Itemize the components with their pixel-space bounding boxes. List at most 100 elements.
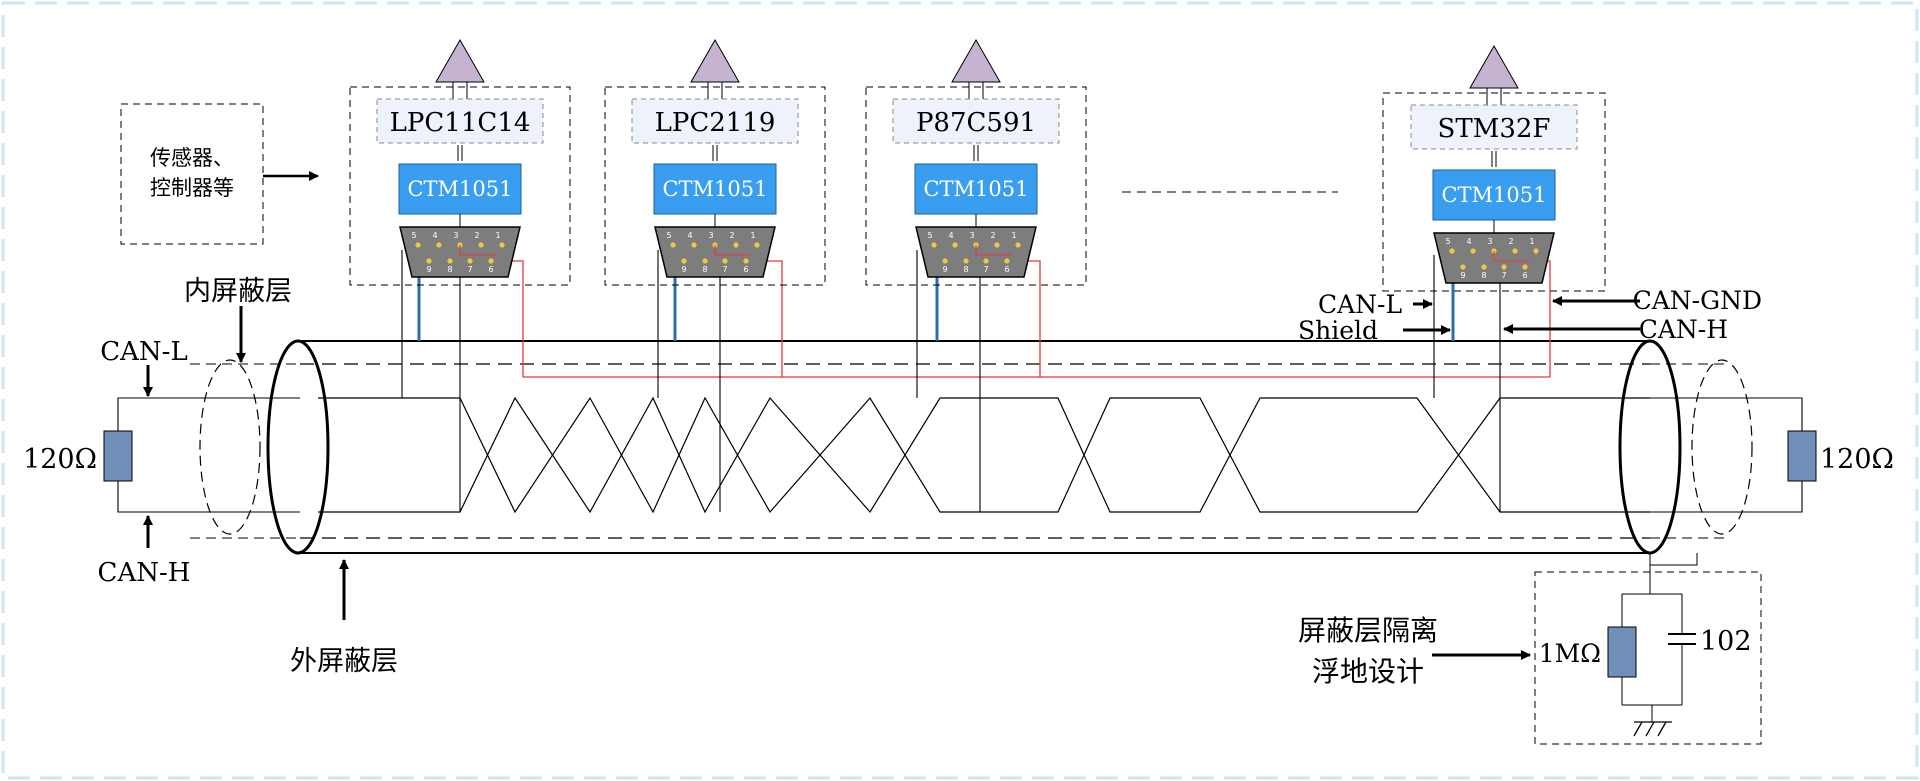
twisted-pair (318, 396, 1650, 514)
db9-pin (983, 258, 989, 264)
db9-pin-number: 7 (467, 265, 472, 274)
sensor-box: 传感器、 控制器等 (120, 103, 319, 245)
transceiver-box (653, 163, 777, 215)
db9-pin-number: 1 (1011, 231, 1016, 240)
db9-pin-number: 3 (969, 231, 974, 240)
node-enclosure (865, 86, 1087, 286)
resistor-120-left-label: 120Ω (23, 444, 97, 475)
db9-pin (1533, 248, 1539, 254)
db9-pin (426, 258, 432, 264)
db9-pin-number: 5 (927, 231, 932, 240)
db9-pin-number: 5 (666, 231, 671, 240)
right-termination: 120Ω (1650, 397, 1894, 513)
db9-pin-number: 8 (447, 265, 452, 274)
cable-right-end (1618, 339, 1682, 555)
db9-pin (691, 242, 697, 248)
db9-pin-number: 9 (1460, 271, 1465, 280)
db9-pin (1015, 242, 1021, 248)
db9-pin-number: 9 (426, 265, 431, 274)
db9-pin-number: 7 (983, 265, 988, 274)
db9-pin-number: 3 (708, 231, 713, 240)
db9-pin-number: 9 (942, 265, 947, 274)
db9-pin (733, 242, 739, 248)
db9-pin-number: 2 (990, 231, 995, 240)
db9-pin-number: 3 (1487, 237, 1492, 246)
db9-pin-number: 6 (743, 265, 748, 274)
db9-pin (952, 242, 958, 248)
db9-pin (436, 242, 442, 248)
db9-pin (478, 242, 484, 248)
db9-pin-number: 1 (1529, 237, 1534, 246)
db9-pin (722, 258, 728, 264)
connector-jumper (714, 245, 751, 256)
shield-label: Shield (1298, 316, 1378, 345)
db9-pin (931, 242, 937, 248)
db9-pin (1470, 248, 1476, 254)
db9-pin-number: 2 (1508, 237, 1513, 246)
antenna-icon (1469, 44, 1519, 89)
node-enclosure (349, 86, 571, 286)
db9-pin-number: 7 (722, 265, 727, 274)
db9-pin (1512, 248, 1518, 254)
db9-pin-number: 4 (948, 231, 953, 240)
can-l-right-label: CAN-L (1318, 290, 1402, 319)
capacitor-label: 102 (1700, 626, 1752, 657)
mcu-box (376, 98, 544, 144)
transceiver-label: CTM1051 (923, 177, 1028, 201)
connector-jumper (1493, 251, 1530, 262)
cable (190, 339, 1753, 555)
antenna-icon (435, 38, 485, 83)
db9-pin-number: 1 (495, 231, 500, 240)
db9-pin-number: 4 (1466, 237, 1471, 246)
db9-pin (1501, 264, 1507, 270)
node-enclosure (604, 86, 826, 286)
resistor-120-left (103, 430, 133, 482)
isolation-label-line1: 屏蔽层隔离 (1298, 614, 1438, 647)
resistor-120-right-label: 120Ω (1820, 444, 1894, 475)
db9-pin (743, 258, 749, 264)
node-enclosure (1382, 92, 1606, 292)
can-l-left-label: CAN-L (100, 337, 187, 367)
db9-pin-number: 5 (1445, 237, 1450, 246)
antenna-icon (690, 38, 740, 83)
db9-pin (963, 258, 969, 264)
can-h-right-label: CAN-H (1639, 315, 1728, 344)
db9-pin-number: 6 (488, 265, 493, 274)
sensor-box-line1: 传感器、 (150, 146, 234, 170)
db9-pin (499, 242, 505, 248)
db9-pin (415, 242, 421, 248)
mcu-label: LPC11C14 (390, 108, 531, 138)
can-gnd-label: CAN-GND (1633, 286, 1762, 315)
db9-pin-number: 8 (702, 265, 707, 274)
transceiver-label: CTM1051 (1441, 183, 1546, 207)
db9-pin (1481, 264, 1487, 270)
db9-pin (670, 242, 676, 248)
can-h-wire (496, 260, 1551, 378)
outer-shield-label: 外屏蔽层 (290, 646, 398, 677)
mcu-label: LPC2119 (655, 108, 776, 138)
db9-pin-number: 8 (963, 265, 968, 274)
db9-pin (702, 258, 708, 264)
db9-pin-number: 9 (681, 265, 686, 274)
transceiver-label: CTM1051 (662, 177, 767, 201)
db9-pin-number: 5 (411, 231, 416, 240)
sensor-box-line2: 控制器等 (150, 176, 234, 200)
db9-pin-number: 2 (729, 231, 734, 240)
resistor-1m (1607, 626, 1637, 678)
db9-pin-number: 4 (432, 231, 437, 240)
db9-pin (1460, 264, 1466, 270)
isolation-label-line2: 浮地设计 (1312, 655, 1424, 688)
db9-pin (942, 258, 948, 264)
mcu-label: STM32F (1438, 114, 1551, 144)
mcu-box (631, 98, 799, 144)
db9-pin (488, 258, 494, 264)
left-termination: 120Ω CAN-L CAN-H (23, 337, 300, 588)
isolation-block: 1MΩ 102 屏蔽层隔离 浮地设计 (1298, 553, 1762, 745)
db9-pin-number: 6 (1522, 271, 1527, 280)
